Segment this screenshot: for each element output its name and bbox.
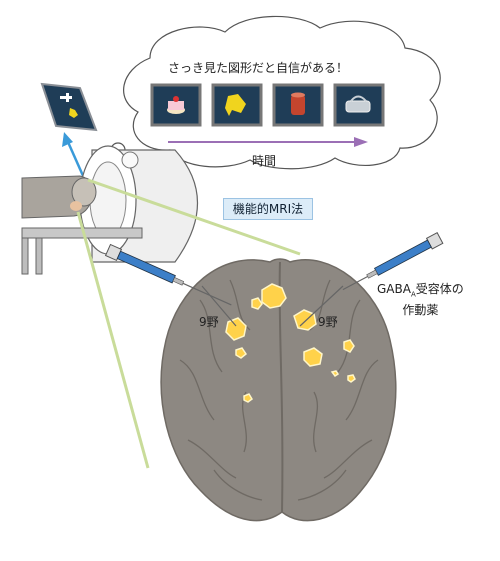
activation-spots bbox=[225, 283, 356, 403]
viewing-screen bbox=[40, 82, 98, 132]
yellow-shape-icon bbox=[225, 94, 246, 116]
drug-label: GABAA受容体の 作動薬 bbox=[377, 281, 464, 318]
thought-text: さっき見た図形だと自信がある！ bbox=[168, 61, 349, 75]
focus-lines bbox=[76, 178, 301, 469]
drug-subscript: A bbox=[410, 290, 416, 299]
left-syringe bbox=[104, 243, 237, 327]
stimulus-panel-3 bbox=[272, 83, 324, 127]
stimulus-panel-1 bbox=[150, 83, 202, 127]
stimulus-panel-4 bbox=[333, 83, 385, 127]
method-label: 機能的MRI法 bbox=[223, 198, 313, 220]
right-syringe bbox=[299, 232, 444, 327]
time-label: 時間 bbox=[252, 154, 277, 168]
red-cylinder-icon bbox=[291, 92, 305, 115]
cake-icon bbox=[167, 96, 185, 114]
right-area-label: 9野 bbox=[318, 315, 338, 329]
drug-line2: 作動薬 bbox=[402, 303, 439, 318]
stimulus-panel-2 bbox=[211, 83, 263, 127]
view-arrow bbox=[62, 132, 86, 179]
lunchbox-icon bbox=[345, 95, 371, 113]
mri-scanner bbox=[21, 145, 199, 275]
time-arrow bbox=[168, 137, 368, 147]
left-area-label: 9野 bbox=[199, 315, 219, 329]
brain bbox=[160, 258, 397, 522]
drug-name: GABA bbox=[377, 282, 411, 296]
drug-rest: 受容体の bbox=[415, 282, 464, 296]
